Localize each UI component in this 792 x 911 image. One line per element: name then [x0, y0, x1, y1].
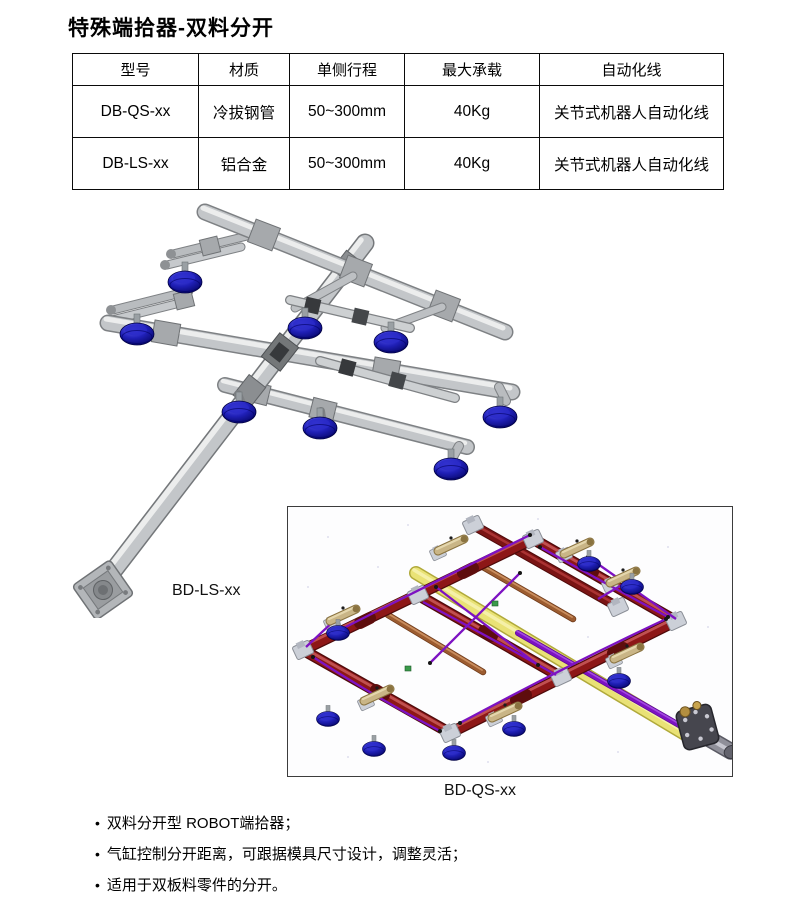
cell-line: 关节式机器人自动化线	[539, 85, 724, 138]
col-header-stroke: 单侧行程	[289, 53, 405, 86]
bullet-item: • 气缸控制分开距离，可跟据模具尺寸设计，调整灵活；	[95, 839, 467, 870]
col-header-line: 自动化线	[539, 53, 724, 86]
maroon-frame	[297, 533, 682, 739]
figure-bd-qs-render	[291, 514, 741, 763]
bullet-text: 气缸控制分开距离，可跟据模具尺寸设计，调整灵活；	[106, 846, 467, 863]
purple-hoses	[305, 533, 677, 733]
rear-rail	[468, 520, 623, 612]
green-fittings	[404, 600, 499, 672]
bullet-marker: •	[95, 815, 100, 831]
figure-label-bd-qs: BD-QS-xx	[444, 782, 516, 799]
cell-stroke: 50~300mm	[289, 85, 405, 138]
figure-bd-ls-render	[72, 203, 521, 618]
figure-bd-qs-box	[287, 506, 741, 777]
figure-label-bd-ls: BD-LS-xx	[172, 582, 241, 599]
cell-model: DB-LS-xx	[72, 137, 199, 190]
cell-stroke: 50~300mm	[289, 137, 405, 190]
table-row: DB-LS-xx 铝合金 50~300mm 40Kg 关节式机器人自动化线	[72, 137, 724, 190]
cell-line: 关节式机器人自动化线	[539, 137, 724, 190]
copper-rods	[384, 563, 577, 676]
bullet-item: • 双料分开型 ROBOT端拾器；	[95, 808, 467, 839]
robot-flange	[675, 700, 741, 760]
cell-material: 冷拔钢管	[198, 85, 290, 138]
col-header-load: 最大承载	[404, 53, 540, 86]
suction-cup	[482, 396, 518, 429]
suction-cup	[577, 550, 601, 572]
table-header-row: 型号 材质 单侧行程 最大承载 自动化线	[72, 53, 724, 86]
bullet-text: 双料分开型 ROBOT端拾器；	[106, 815, 300, 832]
yellow-beam	[409, 566, 697, 744]
feature-bullets: • 双料分开型 ROBOT端拾器； • 气缸控制分开距离，可跟据模具尺寸设计，调整灵…	[95, 808, 467, 901]
bullet-text: 适用于双板料零件的分开。	[106, 877, 287, 894]
spec-table: 型号 材质 单侧行程 最大承载 自动化线 DB-QS-xx 冷拔钢管 50~30…	[72, 53, 724, 190]
cell-load: 40Kg	[404, 85, 540, 138]
suction-cup	[362, 735, 386, 757]
bullet-marker: •	[95, 877, 100, 893]
speckle-background	[307, 518, 709, 763]
suction-cup	[316, 705, 340, 727]
mounting-flange	[72, 560, 134, 618]
cell-load: 40Kg	[404, 137, 540, 190]
table-row: DB-QS-xx 冷拔钢管 50~300mm 40Kg 关节式机器人自动化线	[72, 85, 724, 138]
col-header-material: 材质	[198, 53, 290, 86]
cell-model: DB-QS-xx	[72, 85, 199, 138]
middle-rail	[99, 314, 521, 406]
suction-cup	[607, 667, 631, 689]
suction-cup	[502, 715, 526, 737]
cell-material: 铝合金	[198, 137, 290, 190]
col-header-model: 型号	[72, 53, 199, 86]
page-title: 特殊端拾器-双料分开	[68, 17, 274, 40]
bullet-item: • 适用于双板料零件的分开。	[95, 870, 467, 901]
bullet-marker: •	[95, 846, 100, 862]
